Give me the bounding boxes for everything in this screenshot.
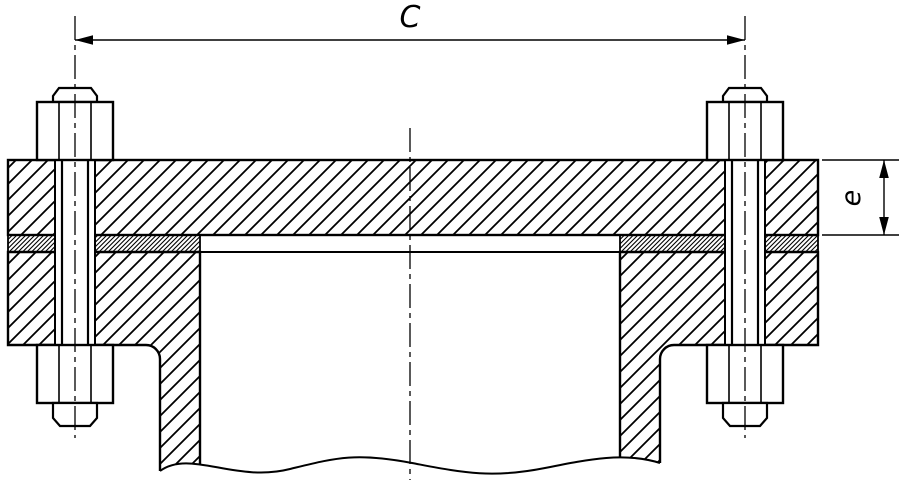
break-line-wave (159, 456, 661, 475)
dimension-c-arrow-left (75, 35, 93, 45)
dimension-c-arrow-right (727, 35, 745, 45)
gasket-right (619, 234, 819, 253)
break-mask (150, 457, 668, 487)
dimension-c-label: C (400, 0, 421, 35)
blind-flange-plate (6, 158, 820, 237)
dimension-e-arrow-bottom (879, 217, 889, 235)
dimension-e-arrow-top (879, 160, 889, 178)
bolt-shanks (60, 160, 760, 345)
dimension-e-label: e (836, 190, 867, 207)
bolt-right-bottom-nut (705, 343, 785, 405)
dimension-e: e (822, 159, 899, 236)
bolt-hole-edges (54, 160, 766, 345)
dimension-c: C (75, 0, 745, 45)
gasket-left (7, 234, 201, 253)
